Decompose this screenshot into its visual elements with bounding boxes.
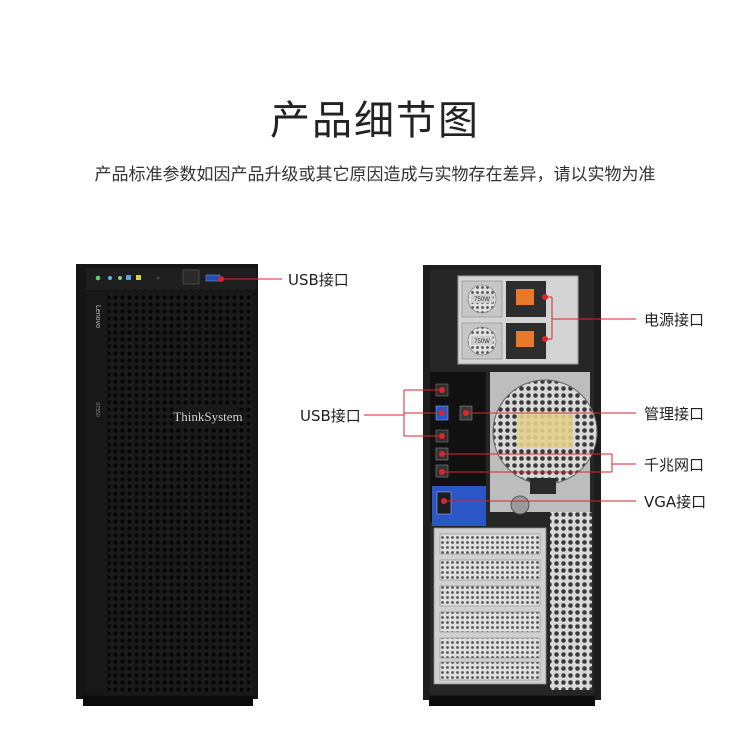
front-view: Lenovo ST550 ThinkSystem <box>76 264 258 706</box>
psu-1: 750W <box>461 280 503 318</box>
front-mesh-bezel <box>108 292 252 694</box>
front-base <box>83 696 253 706</box>
pcie-slot-3 <box>439 585 541 607</box>
power-socket-2-connector <box>516 331 534 347</box>
management-callout-label: 管理接口 <box>644 405 705 423</box>
fan-label <box>517 414 573 448</box>
thumbscrew-icon <box>510 495 530 515</box>
callout-lines <box>221 278 636 502</box>
id-led-icon <box>126 275 131 280</box>
gbe-callout-label: 千兆网口 <box>644 456 705 474</box>
rear-view: 750W 750W <box>423 265 601 706</box>
rear-base <box>429 696 595 706</box>
psu-2: 750W <box>461 322 503 360</box>
front-logo: ThinkSystem <box>173 409 242 424</box>
page-subtitle: 产品标准参数如因产品升级或其它原因造成与实物存在差异，请以实物为准 <box>94 165 656 185</box>
rear-side-vent <box>550 512 592 690</box>
callout-dots <box>218 276 548 504</box>
front-brand-side-label: Lenovo <box>94 305 101 328</box>
vga-callout-label: VGA接口 <box>644 493 707 511</box>
pcie-slot-1 <box>439 533 541 555</box>
reset-pin-icon <box>156 276 160 280</box>
svg-text:750W: 750W <box>474 297 490 303</box>
fault-led-icon <box>136 275 141 280</box>
pcie-slot-6 <box>439 661 541 681</box>
front-usb-callout-label: USB接口 <box>288 271 349 289</box>
rear-usb-callout-label: USB接口 <box>300 407 361 425</box>
status-led-icon <box>108 276 112 280</box>
svg-text:750W: 750W <box>474 339 490 345</box>
front-usb-port-2 <box>205 274 221 282</box>
pcie-slot-4 <box>439 611 541 633</box>
front-control-panel <box>86 268 256 290</box>
page-title: 产品细节图 <box>270 98 480 144</box>
front-model-side-label: ST550 <box>94 402 100 417</box>
power-led-icon <box>95 275 101 281</box>
power-socket-1-connector <box>516 289 534 305</box>
power-callout-label: 电源接口 <box>644 311 705 329</box>
pcie-slot-5 <box>439 637 541 659</box>
activity-led-icon <box>118 276 122 280</box>
pcie-slot-2 <box>439 559 541 581</box>
front-side-strip <box>86 292 106 692</box>
front-usb-port-1 <box>182 269 200 285</box>
